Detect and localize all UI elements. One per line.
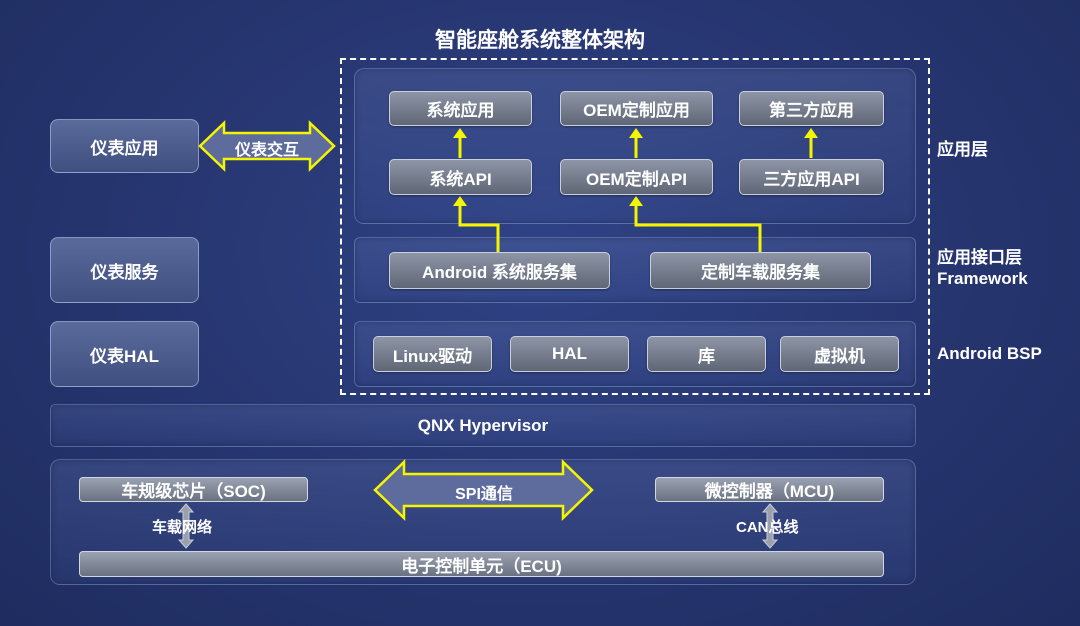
custom-vehicle-services: 定制车载服务集 <box>650 252 871 289</box>
soc-box: 车规级芯片（SOC) <box>79 477 308 502</box>
spi-double-arrow <box>373 459 594 521</box>
bsp-linux-driver: Linux驱动 <box>373 336 492 372</box>
cluster-hal-box: 仪表HAL <box>50 321 199 387</box>
gray-vertical-arrows <box>177 503 779 549</box>
app-system: 系统应用 <box>389 91 532 126</box>
api-to-app-arrows <box>453 128 818 158</box>
app-layer-label: 应用层 <box>937 140 988 159</box>
android-system-services: Android 系统服务集 <box>389 252 610 289</box>
api-system: 系统API <box>389 159 532 195</box>
vehicle-network-label: 车载网络 <box>152 519 213 536</box>
service-to-api-connectors <box>458 204 762 252</box>
hypervisor-bar: QNX Hypervisor <box>50 404 916 447</box>
cluster-service-box: 仪表服务 <box>50 237 199 303</box>
interaction-double-arrow <box>198 120 336 172</box>
android-region-border <box>340 58 930 395</box>
bsp-library: 库 <box>647 336 766 372</box>
bsp-vm: 虚拟机 <box>780 336 899 372</box>
can-bus-label: CAN总线 <box>736 519 799 536</box>
app-third-party: 第三方应用 <box>739 91 884 126</box>
service-to-api-arrowheads <box>453 196 643 206</box>
app-oem: OEM定制应用 <box>560 91 713 126</box>
diagram-title: 智能座舱系统整体架构 <box>435 29 645 52</box>
spi-arrow-label: SPI通信 <box>455 486 513 503</box>
api-third-party: 三方应用API <box>739 159 884 195</box>
ecu-bar: 电子控制单元（ECU) <box>79 551 884 577</box>
bsp-hal: HAL <box>510 336 629 372</box>
interaction-arrow-label: 仪表交互 <box>234 142 299 159</box>
framework-layer-label-line2: Framework <box>937 269 1028 288</box>
api-oem: OEM定制API <box>560 159 713 195</box>
bsp-layer-label: Android BSP <box>937 344 1042 363</box>
framework-layer-label-line1: 应用接口层 <box>937 248 1022 267</box>
mcu-box: 微控制器（MCU) <box>655 477 884 502</box>
